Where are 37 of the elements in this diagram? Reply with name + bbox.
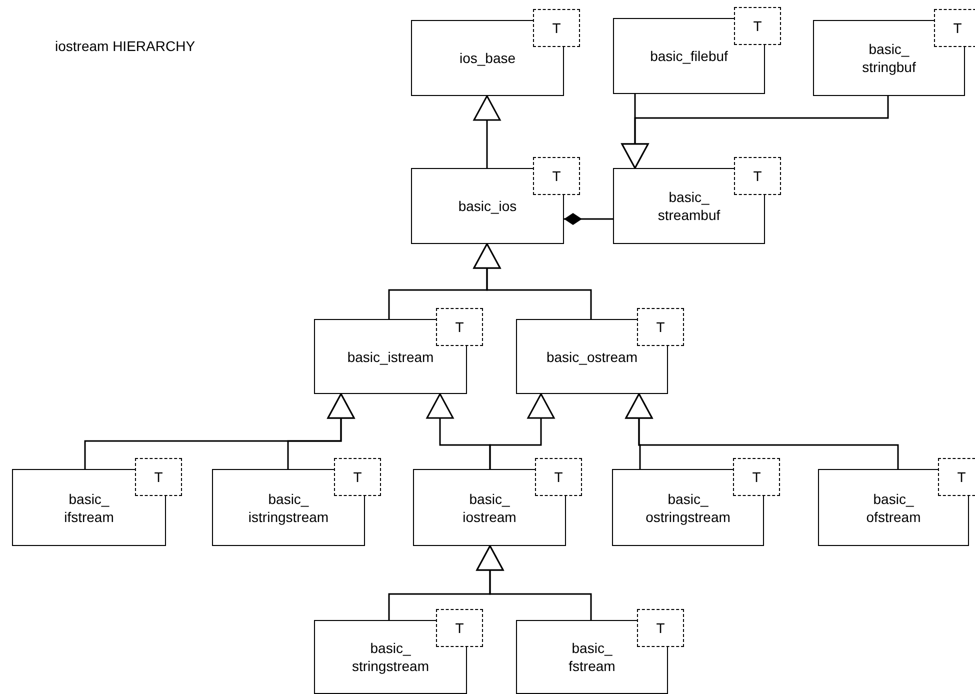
template-parameter: T xyxy=(533,9,580,47)
template-parameter: T xyxy=(436,609,483,647)
class-name: basic_ iostream xyxy=(462,490,516,526)
template-parameter: T xyxy=(436,308,483,346)
template-parameter: T xyxy=(135,458,182,496)
template-parameter: T xyxy=(533,157,580,195)
generalization-arrow xyxy=(476,545,592,620)
class-name: basic_ ofstream xyxy=(866,490,921,526)
composition-connector xyxy=(564,213,613,225)
class-name: basic_ostream xyxy=(546,348,638,366)
generalization-arrow xyxy=(473,95,501,168)
template-parameter: T xyxy=(637,308,684,346)
class-name: basic_ ostringstream xyxy=(646,490,730,526)
generalization-arrow xyxy=(625,393,899,469)
class-name: basic_filebuf xyxy=(650,47,728,65)
template-parameter: T xyxy=(734,157,781,195)
template-parameter: T xyxy=(535,458,582,496)
generalization-arrow xyxy=(489,393,555,469)
template-parameter: T xyxy=(637,609,684,647)
class-name: basic_ ifstream xyxy=(64,490,114,526)
diagram-title: iostream HIERARCHY xyxy=(55,38,196,54)
class-name: basic_ stringbuf xyxy=(862,40,916,76)
class-name: ios_base xyxy=(459,49,516,67)
generalization-arrow xyxy=(287,393,355,469)
class-name: basic_ fstream xyxy=(568,639,616,675)
generalization-arrow xyxy=(621,96,889,169)
template-parameter: T xyxy=(934,9,975,47)
template-parameter: T xyxy=(938,458,975,496)
template-parameter: T xyxy=(334,458,381,496)
class-name: basic_ios xyxy=(458,197,517,215)
class-name: basic_ stringstream xyxy=(352,639,430,675)
template-parameter: T xyxy=(734,7,781,45)
class-name: basic_istream xyxy=(347,348,434,366)
class-name: basic_ streambuf xyxy=(658,188,720,224)
template-parameter: T xyxy=(733,458,780,496)
class-name: basic_ istringstream xyxy=(248,490,329,526)
generalization-arrow xyxy=(473,243,592,319)
